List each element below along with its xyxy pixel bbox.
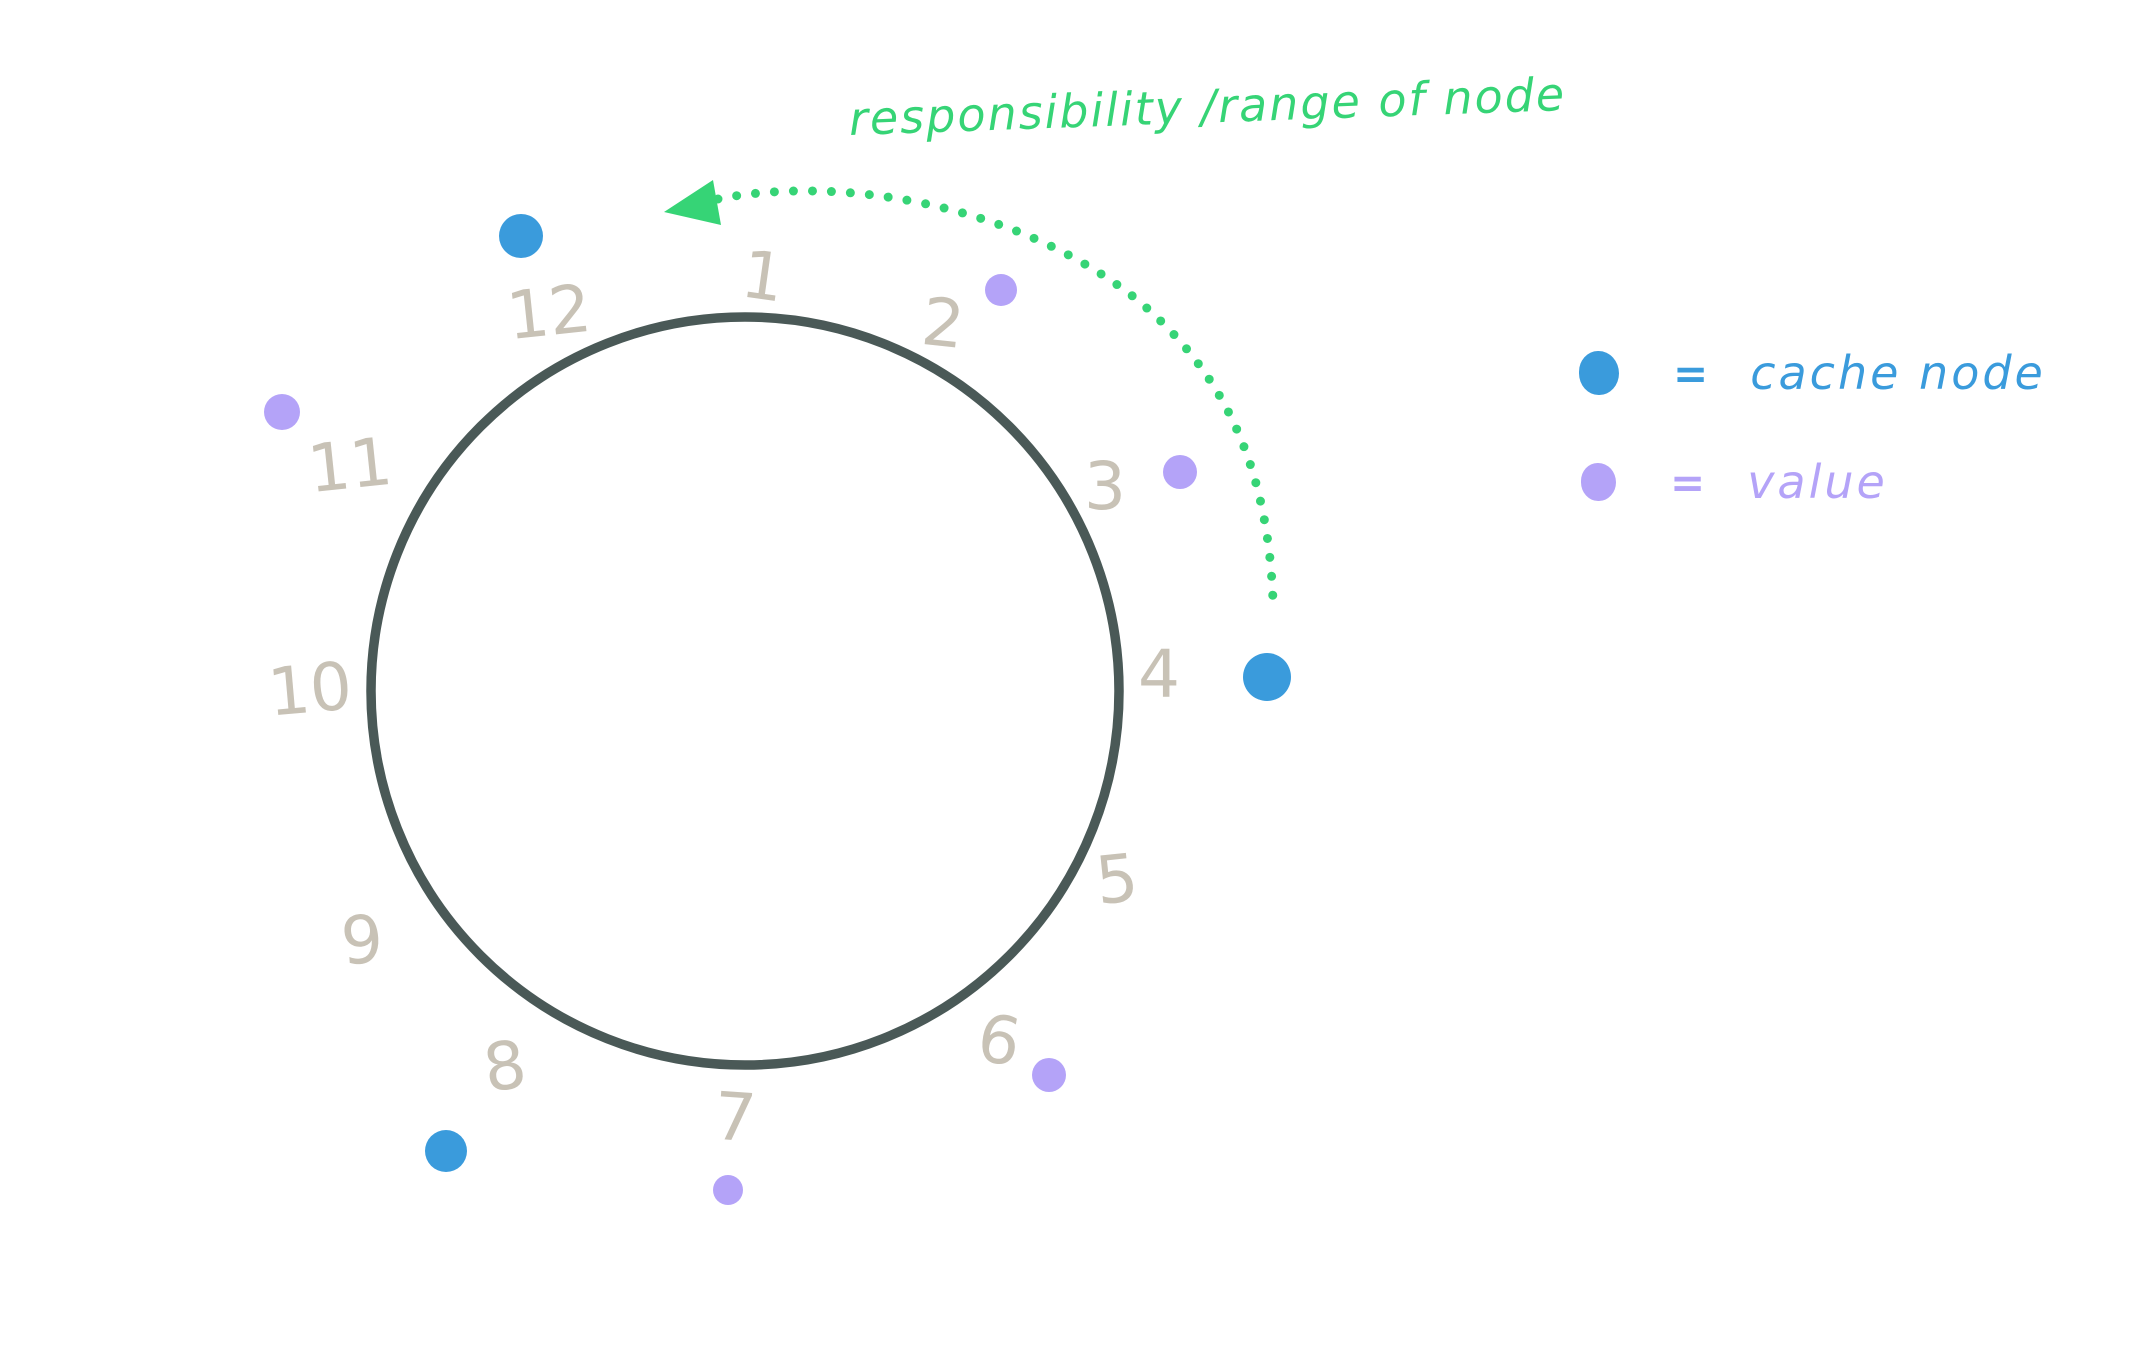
clock-number-10[interactable]: 10 xyxy=(264,647,356,732)
value-dot[interactable] xyxy=(264,394,300,430)
range-arrow-arc[interactable] xyxy=(713,186,1278,606)
clock-number-4[interactable]: 4 xyxy=(1138,636,1180,713)
hash-ring-circle[interactable] xyxy=(366,312,1124,1070)
clock-number-9[interactable]: 9 xyxy=(338,900,386,981)
cache-node-dot[interactable] xyxy=(1243,653,1291,701)
cache-node-dot-icon xyxy=(1579,351,1619,395)
value-dot[interactable] xyxy=(1163,455,1197,489)
value-dot-icon xyxy=(1581,463,1616,501)
clock-number-5[interactable]: 5 xyxy=(1092,839,1142,920)
clock-number-7[interactable]: 7 xyxy=(711,1077,759,1158)
cache-node-dot[interactable] xyxy=(499,214,543,258)
clock-number-3[interactable]: 3 xyxy=(1084,448,1126,525)
legend-label-value: value xyxy=(1747,455,1888,509)
clock-number-8[interactable]: 8 xyxy=(478,1025,532,1108)
value-dot[interactable] xyxy=(985,274,1017,306)
range-arrow-head-icon[interactable] xyxy=(664,180,721,225)
clock-number-11[interactable]: 11 xyxy=(304,422,396,509)
legend-item-cache-node[interactable]: = cache node xyxy=(1579,346,2046,400)
legend-equals-sign: = xyxy=(1673,348,1709,398)
legend-item-value[interactable]: = value xyxy=(1581,455,1888,509)
value-dot[interactable] xyxy=(1032,1058,1066,1092)
legend-label-cache-node: cache node xyxy=(1750,346,2046,400)
legend-equals-sign: = xyxy=(1670,457,1706,507)
clock-number-12[interactable]: 12 xyxy=(503,269,595,356)
cache-node-dot[interactable] xyxy=(425,1130,467,1172)
clock-number-2[interactable]: 2 xyxy=(918,283,968,364)
value-dot[interactable] xyxy=(713,1175,743,1205)
